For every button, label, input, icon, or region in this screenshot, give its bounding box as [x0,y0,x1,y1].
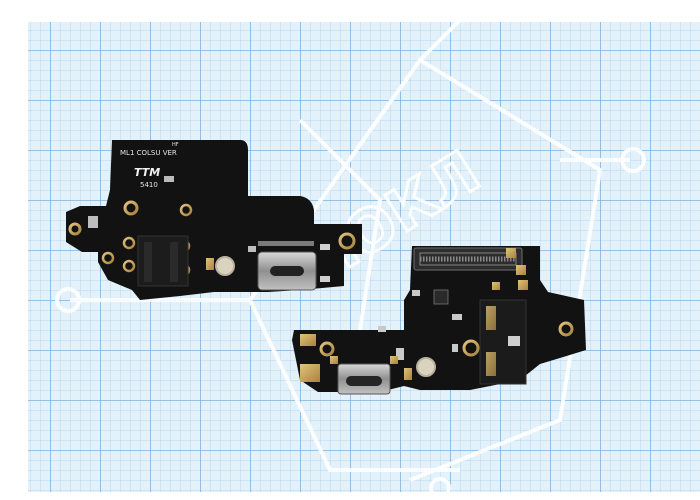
charging-port-board-left: ML1 COLSU VER HF TTM 5410 [66,140,362,300]
charging-port-board-right [292,246,586,395]
board-logo: TTM [134,166,160,179]
silk-code: ML1 COLSU VER [120,149,177,157]
silk-hf: HF [172,142,179,148]
date-code: 5410 [140,181,158,189]
